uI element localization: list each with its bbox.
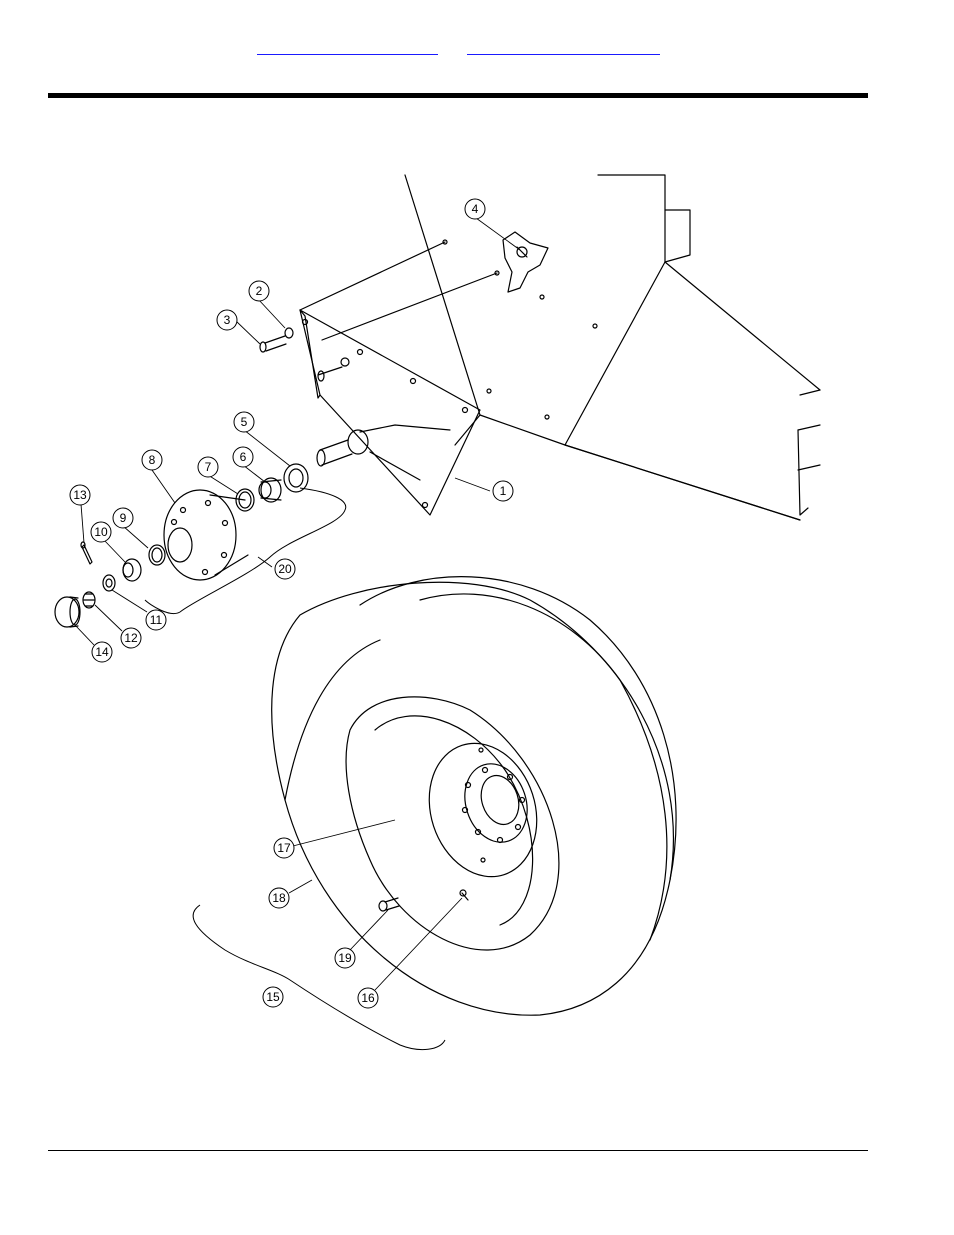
svg-text:20: 20 bbox=[278, 562, 292, 576]
callout-18: 18 bbox=[269, 888, 289, 908]
callout-12: 12 bbox=[121, 628, 141, 648]
svg-text:12: 12 bbox=[124, 631, 138, 645]
svg-text:4: 4 bbox=[472, 202, 479, 216]
leader-lines bbox=[75, 218, 520, 990]
svg-text:17: 17 bbox=[277, 841, 291, 855]
svg-text:8: 8 bbox=[149, 453, 156, 467]
callout-6: 6 bbox=[233, 447, 253, 467]
callout-9: 9 bbox=[113, 508, 133, 528]
svg-text:6: 6 bbox=[240, 450, 247, 464]
svg-text:5: 5 bbox=[241, 415, 248, 429]
top-rule bbox=[48, 93, 868, 98]
part-6-bearing-cone bbox=[259, 478, 281, 502]
part-11-washer bbox=[103, 575, 115, 591]
part-9-bearing-cup bbox=[149, 545, 165, 565]
svg-text:9: 9 bbox=[120, 511, 127, 525]
part-4-nut-detail bbox=[503, 232, 548, 292]
bracket-20 bbox=[145, 488, 346, 614]
svg-text:15: 15 bbox=[266, 990, 280, 1004]
part-3-bolt bbox=[260, 336, 286, 352]
callout-4: 4 bbox=[465, 199, 485, 219]
callout-11: 11 bbox=[146, 610, 166, 630]
svg-text:13: 13 bbox=[73, 488, 87, 502]
part-10-bearing-cone bbox=[123, 559, 141, 581]
callout-17: 17 bbox=[274, 838, 294, 858]
callout-10: 10 bbox=[91, 522, 111, 542]
svg-text:19: 19 bbox=[338, 951, 352, 965]
svg-text:7: 7 bbox=[205, 460, 212, 474]
group-brackets bbox=[145, 488, 445, 1050]
callout-15: 15 bbox=[263, 987, 283, 1007]
callout-5: 5 bbox=[234, 412, 254, 432]
header-link-2[interactable] bbox=[467, 40, 660, 55]
exploded-parts-diagram: 1 2 3 4 5 6 7 8 9 10 11 12 13 14 15 16 1… bbox=[48, 160, 828, 1055]
callout-14: 14 bbox=[92, 642, 112, 662]
svg-text:1: 1 bbox=[500, 484, 507, 498]
bracket-15 bbox=[193, 905, 445, 1050]
callouts: 1 2 3 4 5 6 7 8 9 10 11 12 13 14 15 16 1… bbox=[70, 199, 513, 1008]
header-link-1[interactable] bbox=[257, 40, 438, 55]
part-2-washer bbox=[285, 328, 293, 338]
header-links bbox=[0, 40, 954, 56]
svg-text:3: 3 bbox=[224, 313, 231, 327]
callout-13: 13 bbox=[70, 485, 90, 505]
part-1-mount-plate bbox=[300, 242, 497, 515]
callout-1: 1 bbox=[493, 481, 513, 501]
callout-20: 20 bbox=[275, 559, 295, 579]
part-13-cotter-pin bbox=[81, 542, 92, 564]
callout-8: 8 bbox=[142, 450, 162, 470]
callout-19: 19 bbox=[335, 948, 355, 968]
part-17-wheel-rim bbox=[346, 697, 559, 950]
callout-7: 7 bbox=[198, 457, 218, 477]
callout-2: 2 bbox=[249, 281, 269, 301]
svg-text:18: 18 bbox=[272, 891, 286, 905]
bottom-rule bbox=[48, 1150, 868, 1151]
part-8-hub bbox=[164, 490, 248, 580]
frame bbox=[405, 175, 820, 520]
svg-text:14: 14 bbox=[95, 645, 109, 659]
part-12-castle-nut bbox=[83, 592, 95, 608]
part-14-dust-cap bbox=[55, 597, 80, 627]
svg-text:2: 2 bbox=[256, 284, 263, 298]
svg-text:11: 11 bbox=[150, 613, 163, 627]
callout-3: 3 bbox=[217, 310, 237, 330]
svg-text:16: 16 bbox=[361, 991, 375, 1005]
part-5-seal bbox=[284, 464, 308, 492]
callout-16: 16 bbox=[358, 988, 378, 1008]
svg-text:10: 10 bbox=[94, 525, 108, 539]
part-19-wheel-bolt bbox=[379, 898, 399, 911]
